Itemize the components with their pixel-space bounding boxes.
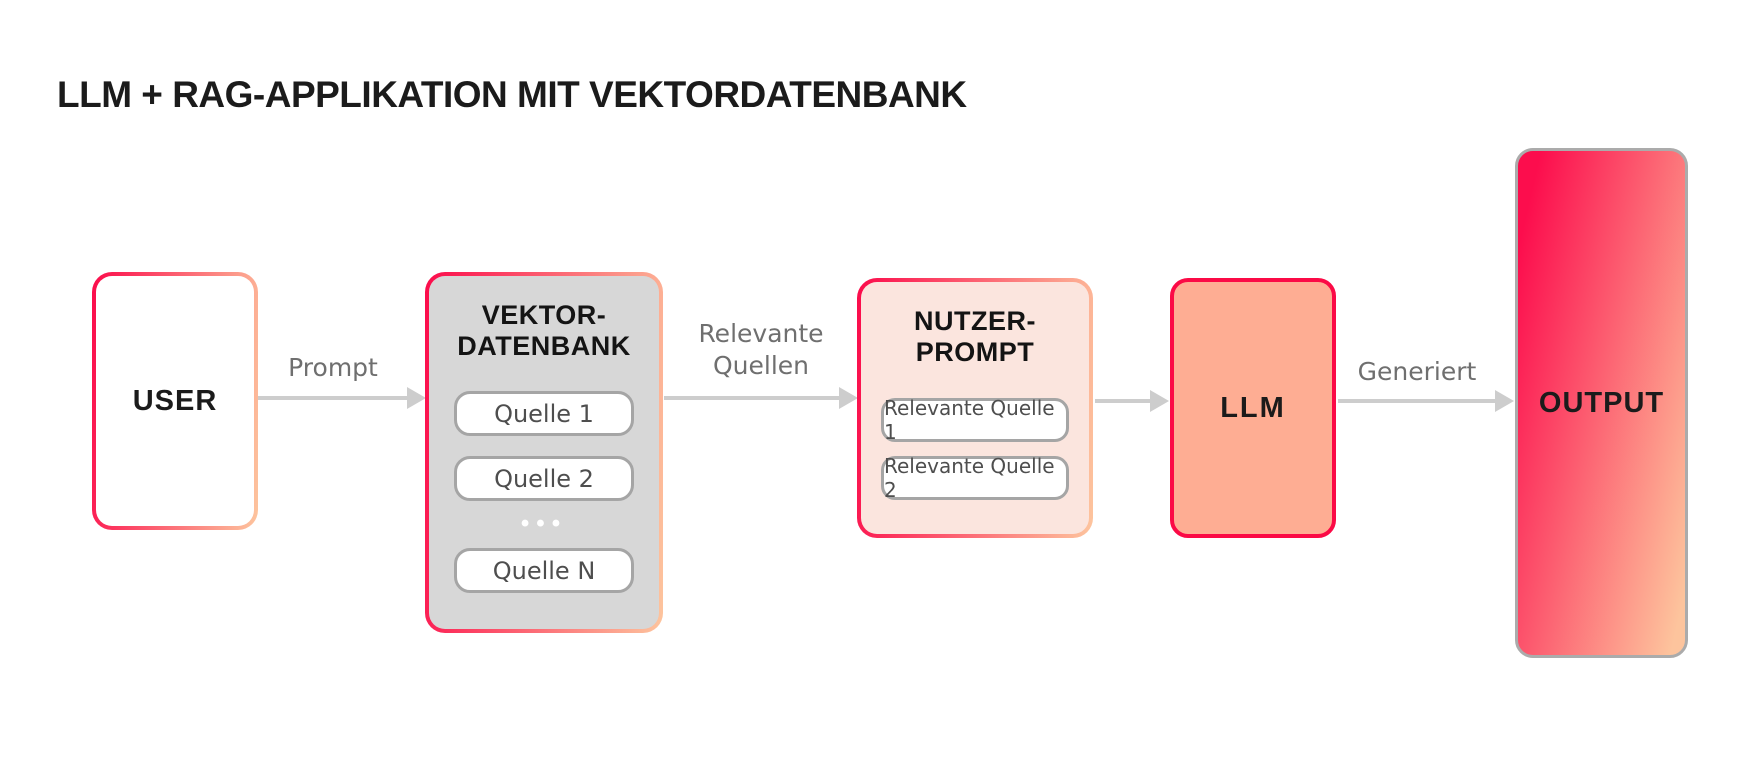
arrow-line-generiert xyxy=(1338,399,1496,403)
nutzer-prompt-title: NUTZER- PROMPT xyxy=(861,306,1089,368)
arrow-head-generiert xyxy=(1495,390,1514,412)
llm-node: LLM xyxy=(1170,278,1336,538)
output-node: OUTPUT xyxy=(1515,148,1688,658)
vektor-datenbank-body: VEKTOR- DATENBANK Quelle 1 Quelle 2 ••• … xyxy=(429,276,659,629)
vektor-datenbank-title-line1: VEKTOR- xyxy=(481,300,607,330)
llm-node-label: LLM xyxy=(1220,391,1286,424)
user-node-label: USER xyxy=(132,384,218,417)
source-pill-quelle-n: Quelle N xyxy=(454,548,634,593)
arrow-line-to-llm xyxy=(1095,399,1151,403)
source-pill-relevante-quelle-1: Relevante Quelle 1 xyxy=(881,396,1069,444)
source-pill-quelle-2: Quelle 2 xyxy=(454,456,634,501)
nutzer-prompt-title-line2: PROMPT xyxy=(915,337,1035,367)
arrow-label-prompt: Prompt xyxy=(288,353,378,382)
user-node: USER xyxy=(92,272,258,530)
arrow-line-prompt xyxy=(258,396,408,400)
diagram-title: LLM + RAG-APPLIKATION MIT VEKTORDATENBAN… xyxy=(57,74,967,115)
vektor-datenbank-title-line2: DATENBANK xyxy=(457,331,631,361)
vektor-datenbank-title: VEKTOR- DATENBANK xyxy=(429,300,659,362)
arrow-label-relevante-line1: Relevante xyxy=(698,319,824,348)
ellipsis-dots: ••• xyxy=(520,510,568,537)
user-node-body: USER xyxy=(96,276,254,526)
vektor-datenbank-node: VEKTOR- DATENBANK Quelle 1 Quelle 2 ••• … xyxy=(425,272,663,633)
nutzer-prompt-title-line1: NUTZER- xyxy=(914,306,1036,336)
arrow-line-relevante-quellen xyxy=(664,396,840,400)
source-pill-relevante-quelle-2: Relevante Quelle 2 xyxy=(881,454,1069,502)
arrow-label-relevante-line2: Quellen xyxy=(712,351,810,380)
arrow-head-prompt xyxy=(407,387,426,409)
output-node-label: OUTPUT xyxy=(1538,386,1665,419)
nutzer-prompt-node: NUTZER- PROMPT Relevante Quelle 1 Releva… xyxy=(857,278,1093,538)
arrow-head-relevante-quellen xyxy=(839,387,858,409)
source-pill-quelle-1: Quelle 1 xyxy=(454,391,634,436)
nutzer-prompt-body: NUTZER- PROMPT Relevante Quelle 1 Releva… xyxy=(861,282,1089,534)
arrow-label-generiert: Generiert xyxy=(1357,357,1477,386)
arrow-head-to-llm xyxy=(1150,390,1169,412)
